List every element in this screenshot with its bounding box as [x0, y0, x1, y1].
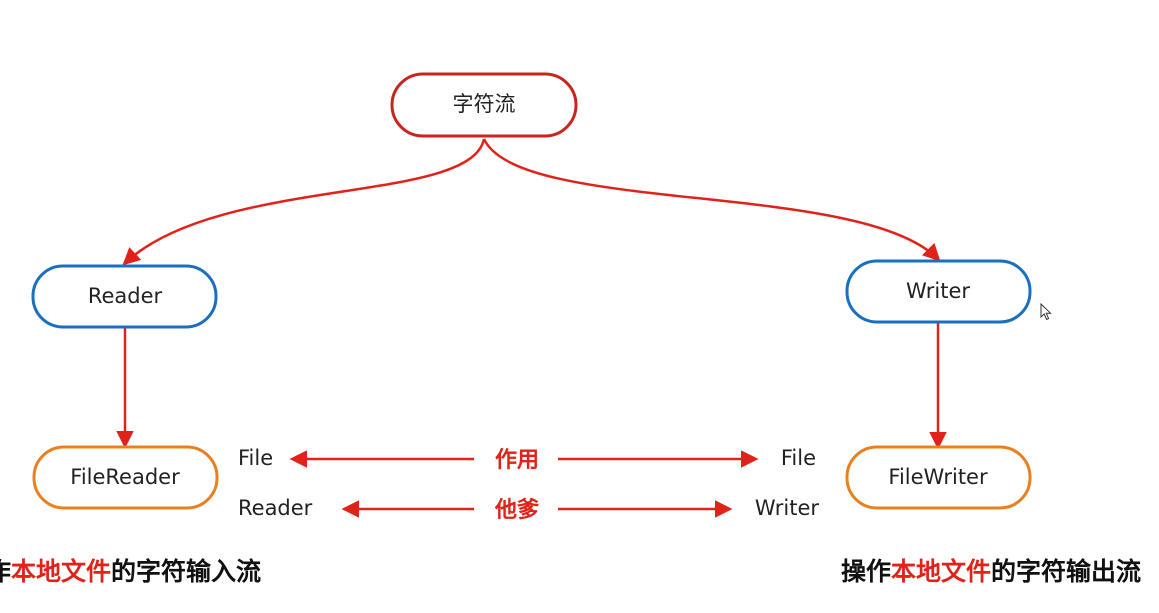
node-filewriter-label: FileWriter: [888, 465, 988, 489]
annotation-left-top: File: [238, 446, 273, 470]
caption-right: 操作本地文件的字符输出流: [841, 552, 1141, 592]
node-filereader: FileReader: [32, 445, 219, 510]
caption-left-prefix: 作: [0, 557, 11, 586]
caption-right-prefix: 操作: [840, 557, 891, 586]
mouse-pointer-icon: [1040, 303, 1052, 321]
caption-right-highlight: 本地文件: [890, 557, 991, 586]
node-reader: Reader: [31, 264, 218, 329]
annotation-left-bottom: Reader: [238, 496, 313, 520]
annotation-right-bottom: Writer: [755, 496, 819, 520]
caption-left: 作本地文件的字符输入流: [0, 552, 261, 592]
node-reader-label: Reader: [88, 284, 163, 308]
connector-root-to-writer: [482, 138, 941, 262]
annotation-right-top: File: [781, 446, 816, 470]
annotation-mid-bottom: 他爹: [494, 497, 540, 523]
caption-right-suffix: 的字符输出流: [990, 557, 1141, 586]
node-filewriter: FileWriter: [845, 445, 1032, 510]
caption-left-suffix: 的字符输入流: [111, 557, 262, 586]
node-filereader-label: FileReader: [70, 465, 180, 489]
caption-left-highlight: 本地文件: [11, 557, 112, 586]
node-root-label: 字符流: [453, 92, 516, 116]
node-writer-label: Writer: [906, 279, 970, 303]
connector-root-to-reader: [122, 138, 486, 266]
annotation-mid-top: 作用: [495, 448, 539, 473]
node-root: 字符流: [390, 72, 578, 138]
node-writer: Writer: [845, 259, 1032, 324]
